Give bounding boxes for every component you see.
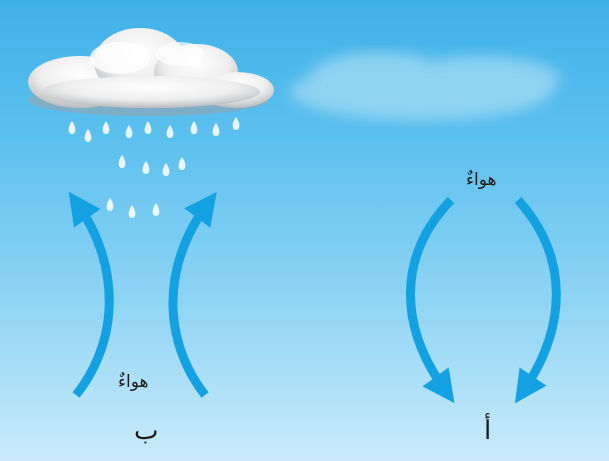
raindrop xyxy=(119,155,126,168)
faint-cloud xyxy=(290,52,560,120)
raindrops xyxy=(69,117,240,218)
raindrop xyxy=(69,121,76,134)
air-label-left: هواءٌ xyxy=(118,372,148,392)
raindrop xyxy=(85,129,92,142)
raindrop xyxy=(191,121,198,134)
raindrop xyxy=(107,198,114,211)
raindrop xyxy=(103,121,110,134)
arrow-up-right xyxy=(173,205,207,395)
arrow-down-right xyxy=(518,200,556,390)
raindrop xyxy=(126,125,133,138)
raindrop xyxy=(129,205,136,218)
raindrop xyxy=(213,123,220,136)
arrow-down-left xyxy=(410,200,451,390)
air-label-right: هواءٌ xyxy=(466,170,496,190)
panel-letter-a: أ xyxy=(484,416,491,446)
arrow-up-left xyxy=(76,205,109,395)
raindrop xyxy=(153,203,160,216)
panel-letter-b: ب xyxy=(134,416,158,446)
raindrop xyxy=(143,161,150,174)
raindrop xyxy=(163,163,170,176)
raindrop xyxy=(145,121,152,134)
raindrop xyxy=(233,117,240,130)
raindrop xyxy=(179,157,186,170)
rain-cloud xyxy=(28,28,274,116)
raindrop xyxy=(167,125,174,138)
